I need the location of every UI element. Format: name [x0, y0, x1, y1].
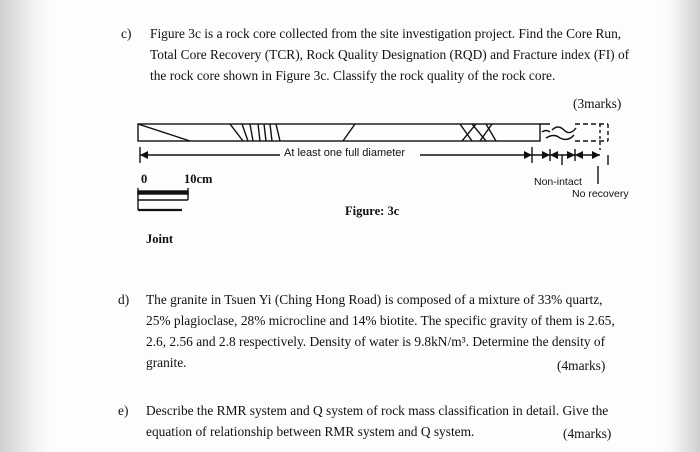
question-d-line-4: granite. — [146, 355, 187, 370]
no-recovery-label: No recovery — [572, 188, 629, 200]
question-c-label: c) — [121, 26, 132, 41]
scale-zero-label: 0 — [141, 172, 148, 186]
scale-length-label: 10cm — [184, 172, 213, 186]
question-e-line-2: equation of relationship between RMR sys… — [146, 424, 475, 439]
rock-core-figure — [137, 123, 609, 212]
question-e-line-1: Describe the RMR system and Q system of … — [146, 403, 609, 418]
page-shadow-left — [0, 0, 52, 452]
rock-core-body — [137, 123, 541, 142]
diameter-label: At least one full diameter — [284, 147, 406, 159]
question-d-label: d) — [118, 292, 130, 307]
question-d-line-3: 2.6, 2.56 and 2.8 respectively. Density … — [146, 334, 606, 349]
question-c-line-3: the rock core shown in Figure 3c. Classi… — [150, 68, 556, 83]
question-d-line-2: 25% plagioclase, 28% microcline and 14% … — [146, 313, 615, 328]
question-d-line-1: The granite in Tsuen Yi (Ching Hong Road… — [146, 292, 603, 307]
question-c-line-1: Figure 3c is a rock core collected from … — [150, 26, 622, 41]
question-c-line-2: Total Core Recovery (TCR), Rock Quality … — [150, 47, 630, 62]
joint-label: Joint — [146, 232, 174, 246]
figure-caption: Figure: 3c — [345, 204, 400, 218]
question-d-marks: (4marks) — [557, 358, 606, 373]
page-shadow-right — [660, 0, 700, 452]
question-e-label: e) — [118, 403, 129, 418]
non-intact-label: Non-intact — [534, 176, 582, 188]
question-c-marks: (3marks) — [573, 96, 622, 111]
question-e-marks: (4marks) — [563, 426, 612, 441]
